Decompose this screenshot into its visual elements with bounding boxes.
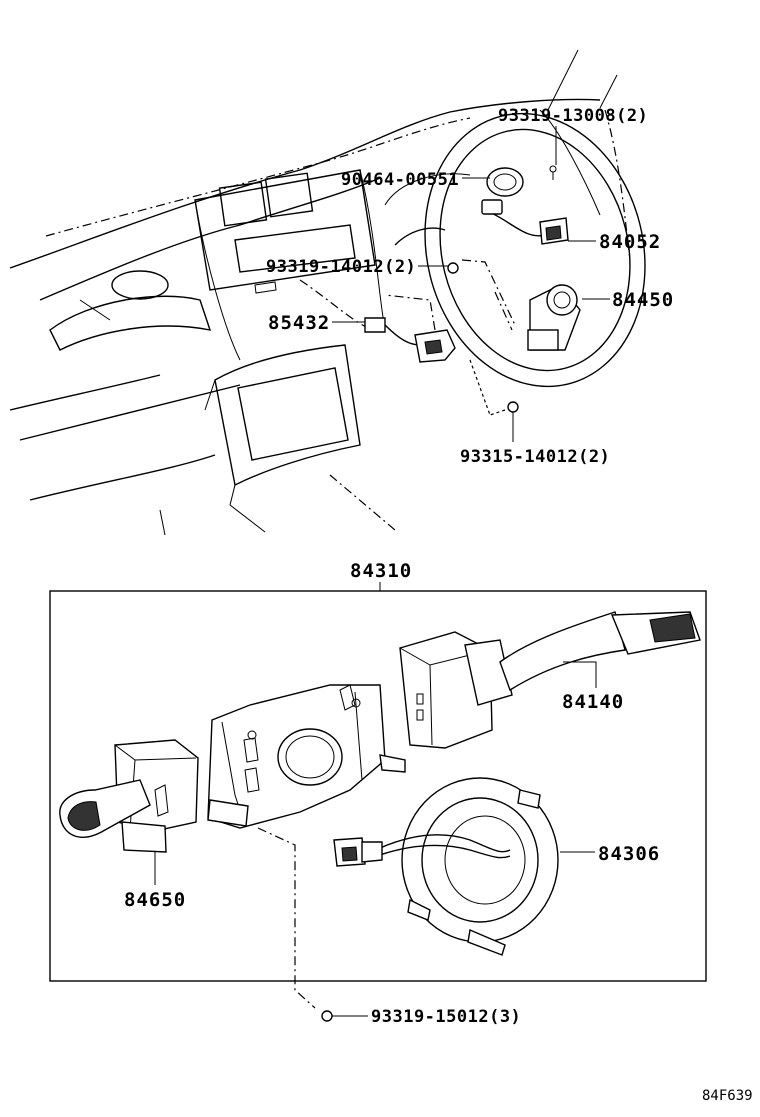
callout-93315-14012: 93315-14012(2) — [460, 447, 610, 467]
combination-switch-illustration — [59, 611, 701, 956]
lower-leader-lines — [154, 661, 597, 1017]
callout-84306: 84306 — [598, 843, 660, 865]
assembly-box — [49, 590, 707, 982]
callout-93319-13008: 93319-13008(2) — [498, 106, 648, 126]
upper-leader-lines — [332, 126, 610, 442]
callout-84650: 84650 — [124, 889, 186, 911]
callout-93319-14012: 93319-14012(2) — [266, 257, 416, 277]
callout-84052: 84052 — [599, 231, 661, 253]
callout-85432: 85432 — [268, 312, 330, 334]
figure-reference: 84F639 — [702, 1088, 753, 1104]
callout-84140: 84140 — [562, 691, 624, 713]
callout-84310: 84310 — [350, 560, 412, 582]
callout-93319-15012: 93319-15012(3) — [371, 1007, 521, 1027]
bolt-93319-15012 — [321, 1010, 333, 1022]
callout-90464-00551: 90464-00551 — [341, 170, 459, 190]
dashboard-illustration — [9, 49, 646, 536]
callout-84450: 84450 — [612, 289, 674, 311]
